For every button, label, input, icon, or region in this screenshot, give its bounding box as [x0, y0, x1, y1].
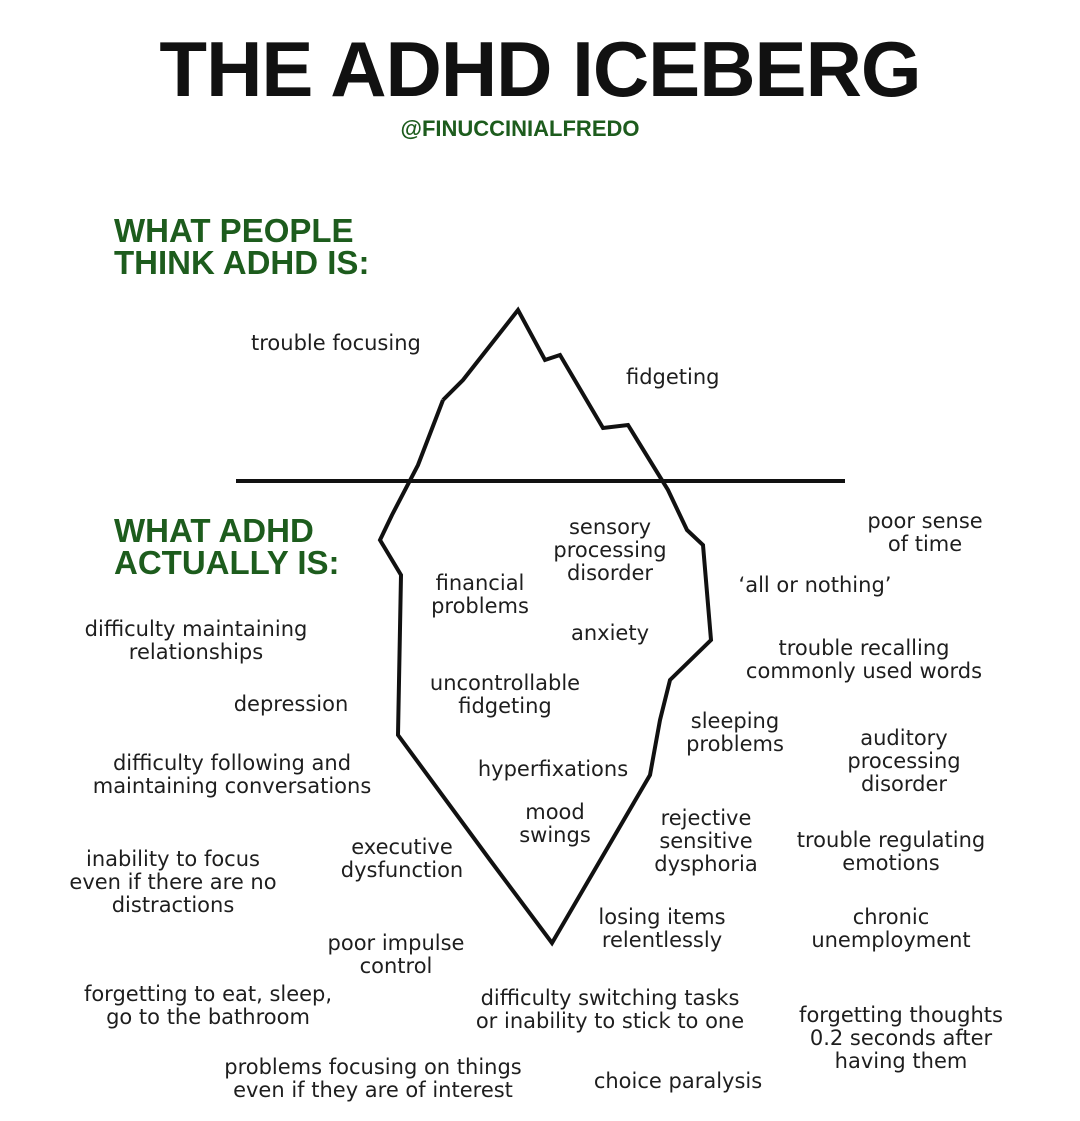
label-trouble-recalling-words: trouble recalling commonly used words — [745, 636, 983, 683]
label-hyperfixations: hyperfixations — [477, 757, 629, 781]
label-difficulty-following-conversations: difficulty following and maintaining con… — [92, 751, 372, 798]
label-financial-problems: financial problems — [431, 571, 529, 618]
label-poor-sense-of-time: poor sense of time — [867, 509, 983, 556]
label-poor-impulse-control: poor impulse control — [327, 931, 465, 978]
label-auditory-processing-disorder: auditory processing disorder — [847, 726, 961, 796]
label-trouble-focusing: trouble focusing — [251, 331, 421, 355]
heading-what-adhd-actually-is: WHAT ADHD ACTUALLY IS: — [114, 512, 340, 581]
label-mood-swings: mood swings — [519, 800, 591, 847]
label-uncontrollable-fidgeting: uncontrollable fidgeting — [429, 671, 581, 718]
iceberg-outline — [377, 306, 714, 947]
author-handle: @FINUCCINIALFREDO — [400, 116, 640, 141]
label-executive-dysfunction: executive dysfunction — [340, 835, 464, 882]
label-sleeping-problems: sleeping problems — [686, 709, 784, 756]
label-depression: depression — [233, 692, 349, 716]
label-sensory-processing-disorder: sensory processing disorder — [553, 515, 667, 585]
label-forgetting-to-eat: forgetting to eat, sleep, go to the bath… — [83, 982, 333, 1029]
label-choice-paralysis: choice paralysis — [593, 1069, 763, 1093]
label-chronic-unemployment: chronic unemployment — [811, 905, 971, 952]
label-rejective-sensitive-dysphoria: rejective sensitive dysphoria — [654, 806, 758, 876]
label-difficulty-switching-tasks: difficulty switching tasks or inability … — [475, 986, 745, 1033]
label-inability-to-focus: inability to focus even if there are no … — [69, 847, 277, 917]
label-fidgeting: fidgeting — [626, 365, 720, 389]
label-losing-items-relentlessly: losing items relentlessly — [598, 905, 726, 952]
label-forgetting-thoughts: forgetting thoughts 0.2 seconds after ha… — [799, 1003, 1003, 1073]
page-title: THE ADHD ICEBERG — [159, 25, 921, 113]
label-trouble-regulating-emotions: trouble regulating emotions — [796, 828, 986, 875]
label-difficulty-maintaining-relationships: difficulty maintaining relationships — [84, 617, 308, 664]
label-anxiety: anxiety — [570, 621, 650, 645]
label-problems-focusing-on-things: problems focusing on things even if they… — [224, 1055, 522, 1102]
label-all-or-nothing: ‘all or nothing’ — [738, 573, 892, 597]
heading-what-people-think: WHAT PEOPLE THINK ADHD IS: — [114, 212, 370, 281]
